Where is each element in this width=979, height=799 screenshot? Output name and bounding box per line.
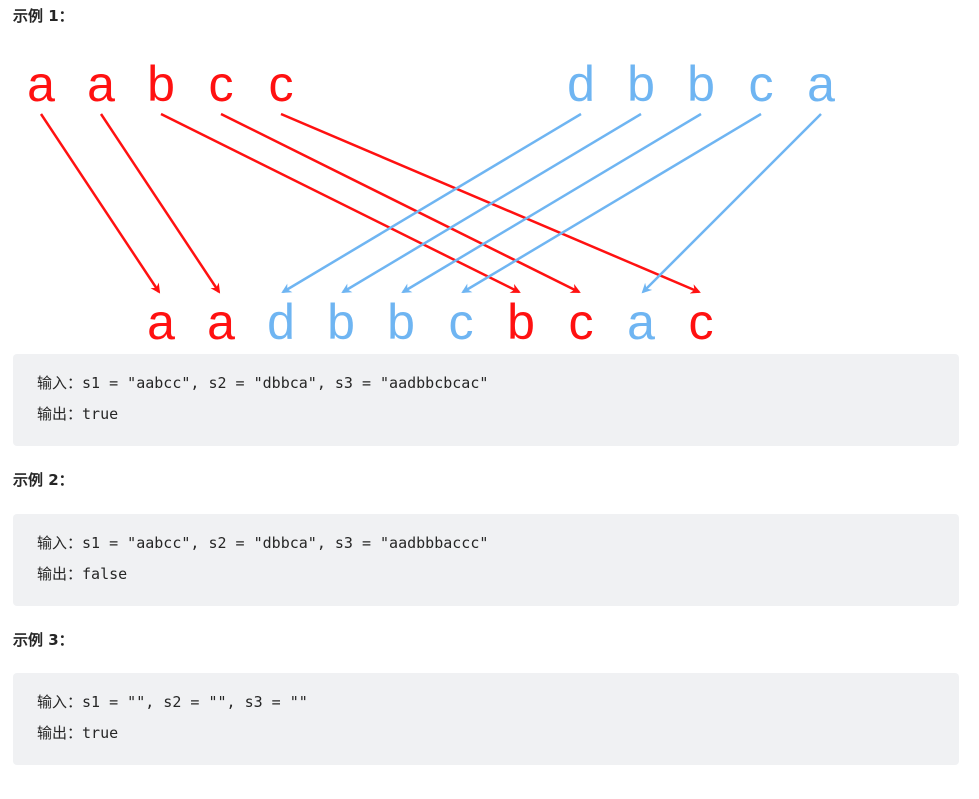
example-1-input-label: 输入： — [37, 374, 83, 392]
example-1-input-value: s1 = "aabcc", s2 = "dbbca", s3 = "aadbbc… — [82, 374, 489, 392]
example-2-output-line: 输出：false — [37, 559, 959, 590]
arrow-group — [39, 112, 822, 294]
s2-letter-c: c — [749, 56, 774, 112]
s1-letter-a: a — [27, 56, 55, 112]
s3-letter-b: b — [507, 294, 535, 350]
example-1-heading: 示例 1： — [13, 7, 74, 25]
example-2-input-value: s1 = "aabcc", s2 = "dbbca", s3 = "aadbbb… — [82, 534, 489, 552]
s1-arrow — [160, 112, 521, 294]
example-2-code-block: 输入：s1 = "aabcc", s2 = "dbbca", s3 = "aad… — [13, 514, 959, 606]
example-2-input-line: 输入：s1 = "aabcc", s2 = "dbbca", s3 = "aad… — [37, 528, 959, 559]
s2-arrow — [641, 113, 822, 294]
s1-letter-c: c — [269, 56, 294, 112]
s1-arrow — [99, 113, 221, 294]
s2-arrow — [281, 112, 582, 294]
example-2-output-value: false — [82, 565, 128, 583]
s3-letter-d: d — [267, 294, 295, 350]
example-2-output-label: 输出： — [37, 565, 83, 583]
s2-letter-b: b — [687, 56, 715, 112]
s3-letter-c: c — [449, 294, 474, 350]
example-3-output-label: 输出： — [37, 724, 83, 742]
example-3-input-line: 输入：s1 = "", s2 = "", s3 = "" — [37, 687, 959, 718]
s3-letter-a: a — [627, 294, 655, 350]
s2-arrow — [401, 112, 702, 294]
example-1-input-line: 输入：s1 = "aabcc", s2 = "dbbca", s3 = "aad… — [37, 368, 959, 399]
s3-letter-c: c — [569, 294, 594, 350]
s1-letter-b: b — [147, 56, 175, 112]
example-1-output-line: 输出：true — [37, 399, 959, 430]
s3-letter-b: b — [387, 294, 415, 350]
s2-letter-b: b — [627, 56, 655, 112]
example-1-output-label: 输出： — [37, 405, 83, 423]
s3-letter-a: a — [147, 294, 175, 350]
example-3-output-value: true — [82, 724, 119, 742]
s3-letter-c: c — [689, 294, 714, 350]
s2-arrow — [341, 112, 642, 294]
s2-letter-a: a — [807, 56, 835, 112]
example-3-heading: 示例 3： — [13, 631, 74, 649]
example-2-input-label: 输入： — [37, 534, 83, 552]
s2-letter-d: d — [567, 56, 595, 112]
s1-arrow — [39, 113, 161, 294]
example-3-code-block: 输入：s1 = "", s2 = "", s3 = "" 输出：true — [13, 673, 959, 765]
s3-letter-b: b — [327, 294, 355, 350]
example-1-output-value: true — [82, 405, 119, 423]
example-3-input-value: s1 = "", s2 = "", s3 = "" — [82, 693, 308, 711]
s1-letter-c: c — [209, 56, 234, 112]
example-2-heading: 示例 2： — [13, 471, 74, 489]
s1-arrow — [220, 112, 581, 294]
s3-letter-a: a — [207, 294, 235, 350]
s1-letter-a: a — [87, 56, 115, 112]
example-1-code-block: 输入：s1 = "aabcc", s2 = "dbbca", s3 = "aad… — [13, 354, 959, 446]
example-3-output-line: 输出：true — [37, 718, 959, 749]
s2-arrow — [461, 112, 762, 294]
example-3-input-label: 输入： — [37, 693, 83, 711]
